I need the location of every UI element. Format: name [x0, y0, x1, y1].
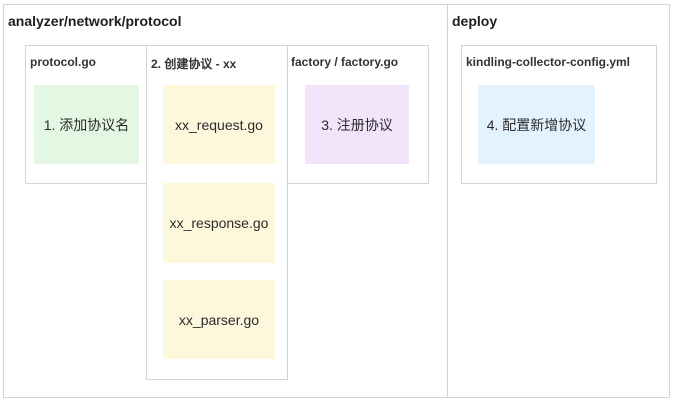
note-text: 3. 注册协议: [321, 116, 393, 133]
note-xx-response: xx_response.go: [163, 183, 275, 263]
lane-title-deploy: deploy: [452, 13, 498, 29]
note-text: 1. 添加协议名: [43, 116, 130, 133]
group-title-create-protocol: 2. 创建协议 - xx: [151, 57, 237, 71]
note-text: xx_request.go: [175, 116, 263, 133]
note-text: xx_parser.go: [178, 311, 260, 328]
note-xx-request: xx_request.go: [163, 85, 275, 164]
group-title-factory: factory / factory.go: [291, 55, 399, 69]
note-add-protocol-name: 1. 添加协议名: [34, 85, 139, 164]
note-xx-parser: xx_parser.go: [163, 280, 275, 359]
lane-title-analyzer: analyzer/network/protocol: [8, 13, 182, 29]
note-configure-new-protocol: 4. 配置新增协议: [478, 85, 595, 164]
group-title-protocol-go: protocol.go: [30, 55, 96, 69]
group-title-collector-config: kindling-collector-config.yml: [466, 55, 631, 69]
note-register-protocol: 3. 注册协议: [305, 85, 409, 164]
note-text: xx_response.go: [169, 215, 269, 231]
note-text: 4. 配置新增协议: [486, 116, 587, 133]
